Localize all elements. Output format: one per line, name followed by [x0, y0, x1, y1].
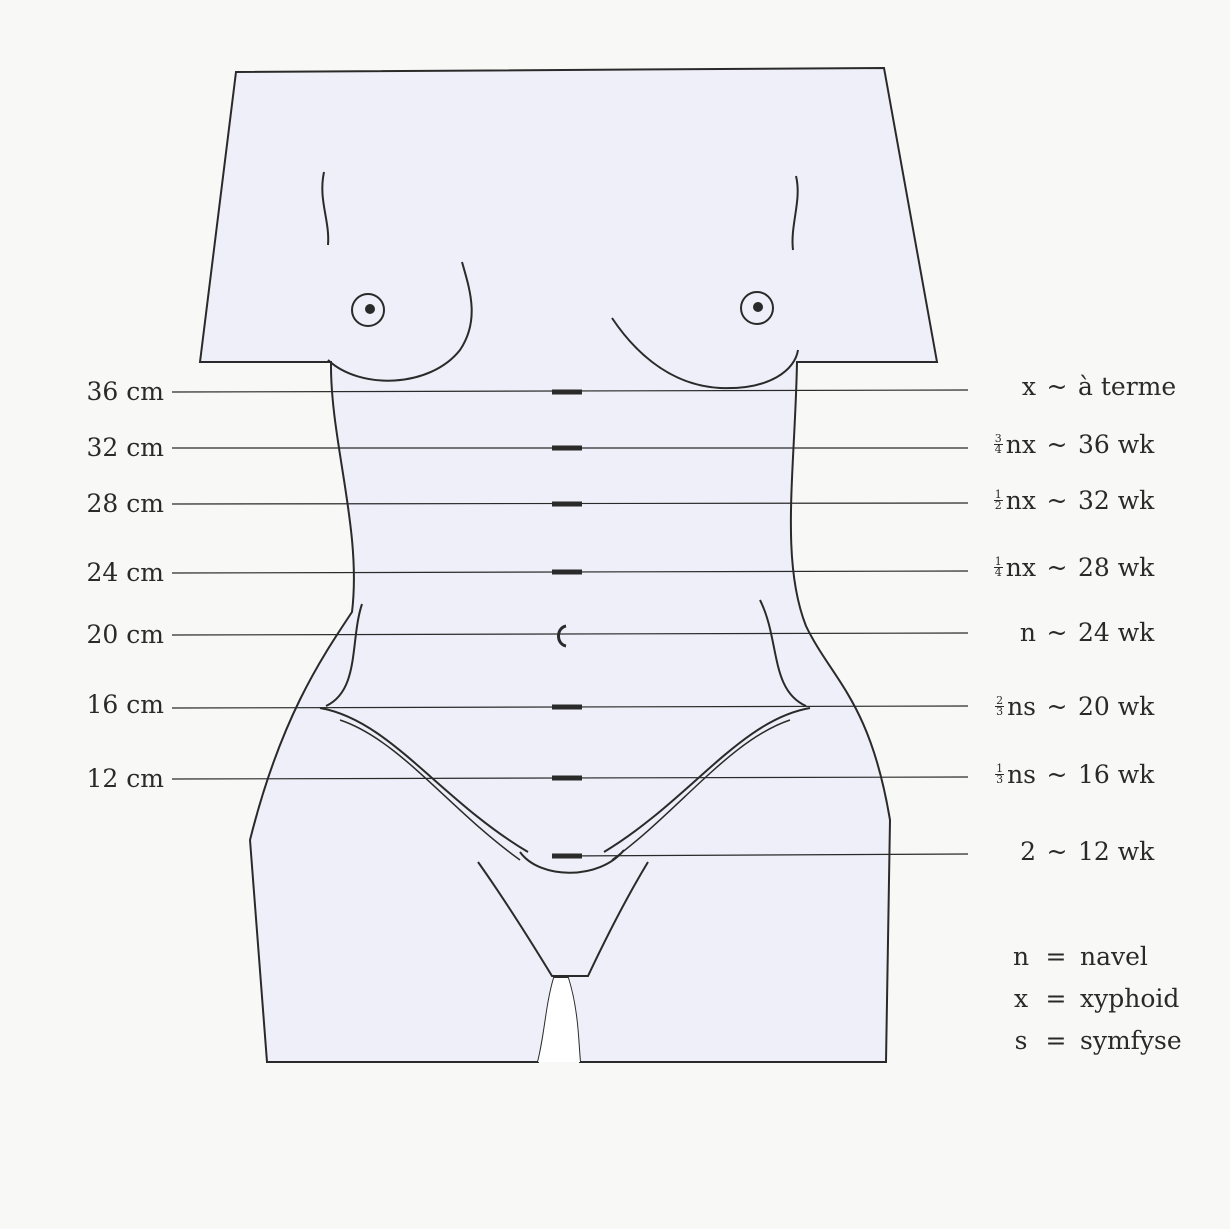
legend-symbol: s: [1010, 1026, 1032, 1056]
frac-den: 3: [995, 775, 1004, 785]
cm-label-28: 28 cm: [60, 489, 164, 519]
fraction: 14: [994, 557, 1003, 578]
ratio: n: [960, 618, 1036, 648]
left-nipple-center: [365, 304, 375, 314]
cm-label-16: 16 cm: [60, 690, 164, 720]
frac-den: 2: [994, 501, 1003, 511]
legend-eq: =: [1032, 1026, 1080, 1056]
torso-outline: [200, 68, 937, 1062]
weeks: 32 wk: [1078, 486, 1154, 515]
week-label-16: 13ns~16 wk: [960, 760, 1210, 790]
tilde: ~: [1036, 430, 1078, 460]
week-label-28: 14nx~28 wk: [960, 553, 1210, 583]
ratio-text: nx: [1006, 553, 1036, 582]
cm-label-12: 12 cm: [60, 764, 164, 794]
frac-den: 4: [994, 568, 1003, 578]
week-label-32: 12nx~32 wk: [960, 486, 1210, 516]
cm-label-24: 24 cm: [60, 558, 164, 588]
week-label-term: x~à terme: [960, 372, 1210, 402]
weeks: 36 wk: [1078, 430, 1154, 459]
right-nipple-center: [753, 302, 763, 312]
tilde: ~: [1036, 760, 1078, 790]
tilde: ~: [1036, 553, 1078, 583]
ratio-text: nx: [1006, 486, 1036, 515]
legend-meaning: symfyse: [1080, 1026, 1182, 1055]
tilde: ~: [1036, 692, 1078, 722]
cm-label-20: 20 cm: [60, 620, 164, 650]
cm-label-32: 32 cm: [60, 433, 164, 463]
fraction: 12: [994, 490, 1003, 511]
ratio-text: ns: [1007, 692, 1036, 721]
legend-symbol: x: [1010, 984, 1032, 1014]
ratio: 34nx: [960, 430, 1036, 460]
ratio: 13ns: [960, 760, 1036, 790]
weeks: à terme: [1078, 372, 1176, 401]
legend-navel: n=navel: [1010, 942, 1148, 972]
tilde: ~: [1036, 837, 1078, 867]
ratio: 14nx: [960, 553, 1036, 583]
legend-xyphoid: x=xyphoid: [1010, 984, 1179, 1014]
ratio: 2: [960, 837, 1036, 867]
ratio: 12nx: [960, 486, 1036, 516]
weeks: 12 wk: [1078, 837, 1154, 866]
tilde: ~: [1036, 486, 1078, 516]
fraction: 13: [995, 764, 1004, 785]
week-label-20: 23ns~20 wk: [960, 692, 1210, 722]
weeks: 20 wk: [1078, 692, 1154, 721]
week-label-24: n~24 wk: [960, 618, 1210, 648]
weeks: 16 wk: [1078, 760, 1154, 789]
ratio: 23ns: [960, 692, 1036, 722]
ratio-text: ns: [1007, 760, 1036, 789]
legend-eq: =: [1032, 984, 1080, 1014]
fraction: 23: [995, 696, 1004, 717]
legend-eq: =: [1032, 942, 1080, 972]
weeks: 28 wk: [1078, 553, 1154, 582]
ratio: x: [960, 372, 1036, 402]
frac-den: 3: [995, 707, 1004, 717]
week-label-12: 2~12 wk: [960, 837, 1210, 867]
legend-symfyse: s=symfyse: [1010, 1026, 1182, 1056]
weeks: 24 wk: [1078, 618, 1154, 647]
legend-meaning: navel: [1080, 942, 1148, 971]
frac-den: 4: [994, 445, 1003, 455]
ratio-text: nx: [1006, 430, 1036, 459]
legend-symbol: n: [1010, 942, 1032, 972]
tilde: ~: [1036, 372, 1078, 402]
tilde: ~: [1036, 618, 1078, 648]
cm-label-36: 36 cm: [60, 377, 164, 407]
legend-meaning: xyphoid: [1080, 984, 1179, 1013]
week-label-36: 34nx~36 wk: [960, 430, 1210, 460]
fraction: 34: [994, 434, 1003, 455]
